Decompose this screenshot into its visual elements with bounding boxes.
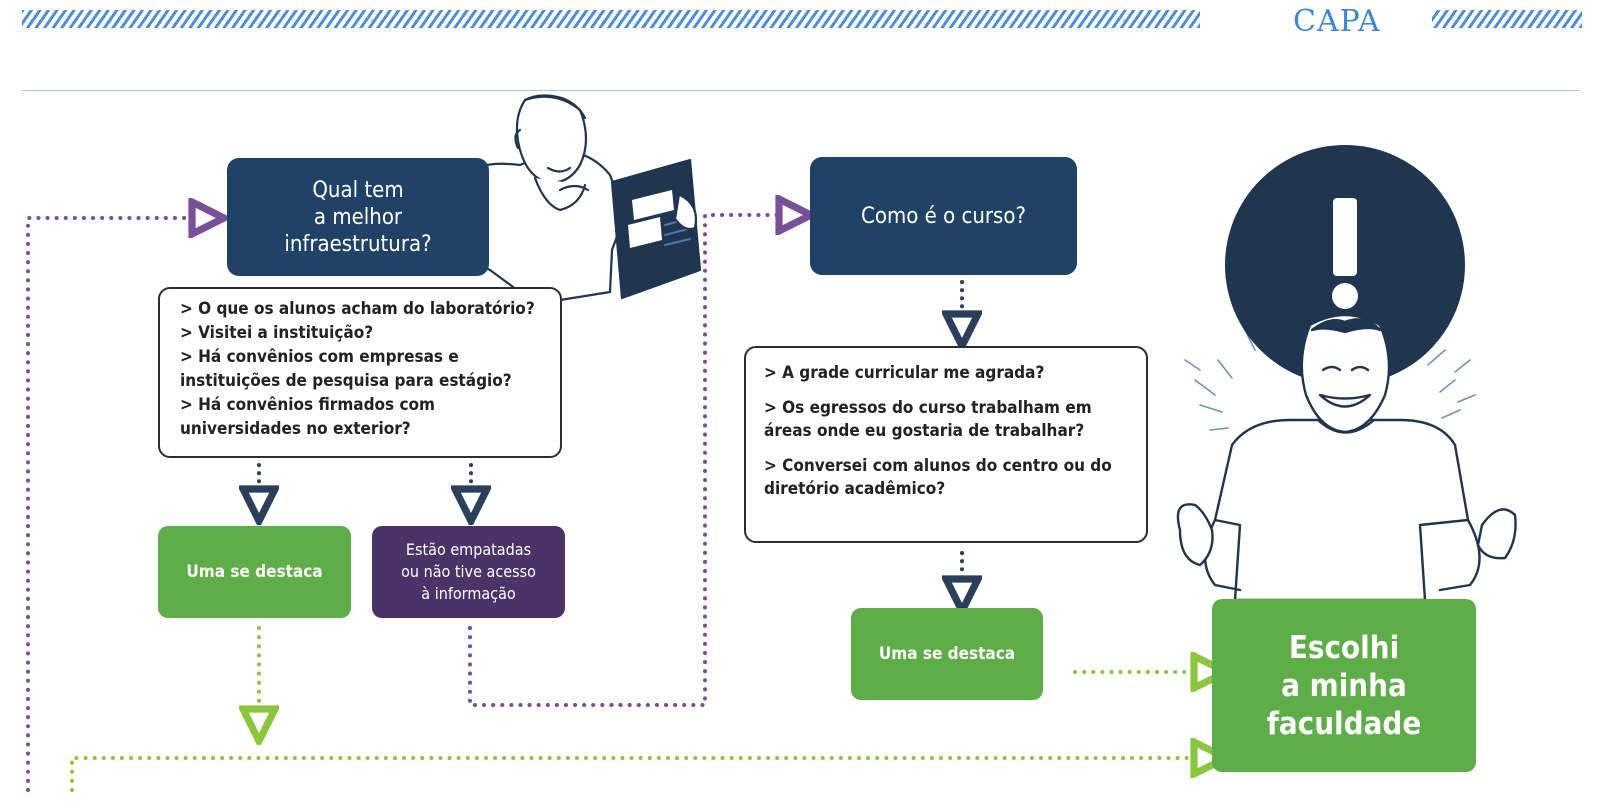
exclamation-icon	[1333, 198, 1357, 276]
course-criteria-line: áreas onde eu gostaria de trabalhar?	[764, 421, 1085, 441]
course-criteria-spacer	[764, 385, 1146, 397]
connector-left-loop	[26, 218, 208, 792]
course-criteria-line: > Conversei com alunos do centro ou do	[764, 456, 1112, 476]
course-criteria-line: > Os egressos do curso trabalham em	[764, 398, 1092, 418]
course-criteria-line: > A grade curricular me agrada?	[764, 363, 1045, 383]
course-question-text: Como é o curso?	[861, 203, 1026, 229]
header-rule	[22, 90, 1580, 91]
infrastructure-criteria-line: universidades no exterior?	[180, 419, 411, 439]
course-criteria-line: diretório acadêmico?	[764, 479, 946, 499]
infrastructure-criteria-line: instituições de pesquisa para estágio?	[180, 371, 512, 391]
infrastructure-stands-out-box: Uma se destaca	[158, 526, 351, 618]
infrastructure-tied-box: Estão empatadas ou não tive acesso à inf…	[372, 526, 565, 618]
infrastructure-criteria-line: > Há convênios firmados com	[180, 395, 435, 415]
course-criteria-spacer	[764, 443, 1146, 455]
infrastructure-question-text: Qual tem a melhor infraestrutura?	[284, 177, 432, 257]
result-box: Escolhi a minha faculdade	[1212, 599, 1476, 772]
header-stripes-left	[22, 10, 1200, 28]
section-title: CAPA	[1293, 4, 1381, 39]
infrastructure-question-box: Qual tem a melhor infraestrutura?	[227, 158, 489, 276]
header-stripes-right	[1432, 10, 1582, 28]
infrastructure-criteria-box: > O que os alunos acham do laboratório? …	[158, 287, 562, 458]
man-celebrating-icon	[1176, 145, 1517, 602]
infrastructure-criteria-line: > Há convênios com empresas e	[180, 347, 459, 367]
course-stands-out-text: Uma se destaca	[878, 644, 1016, 664]
connector-bottom-to-result	[70, 758, 1210, 792]
man-reading-document-icon	[468, 94, 702, 302]
result-text: Escolhi a minha faculdade	[1266, 629, 1422, 742]
infrastructure-tied-text: Estão empatadas ou não tive acesso à inf…	[401, 540, 536, 603]
course-question-box: Como é o curso?	[810, 157, 1077, 275]
course-stands-out-box: Uma se destaca	[851, 608, 1043, 700]
infrastructure-stands-out-text: Uma se destaca	[186, 562, 323, 582]
infrastructure-criteria-line: > O que os alunos acham do laboratório?	[180, 299, 535, 319]
infrastructure-criteria-line: > Visitei a instituição?	[180, 323, 374, 343]
course-criteria-box: > A grade curricular me agrada? > Os egr…	[744, 346, 1148, 543]
